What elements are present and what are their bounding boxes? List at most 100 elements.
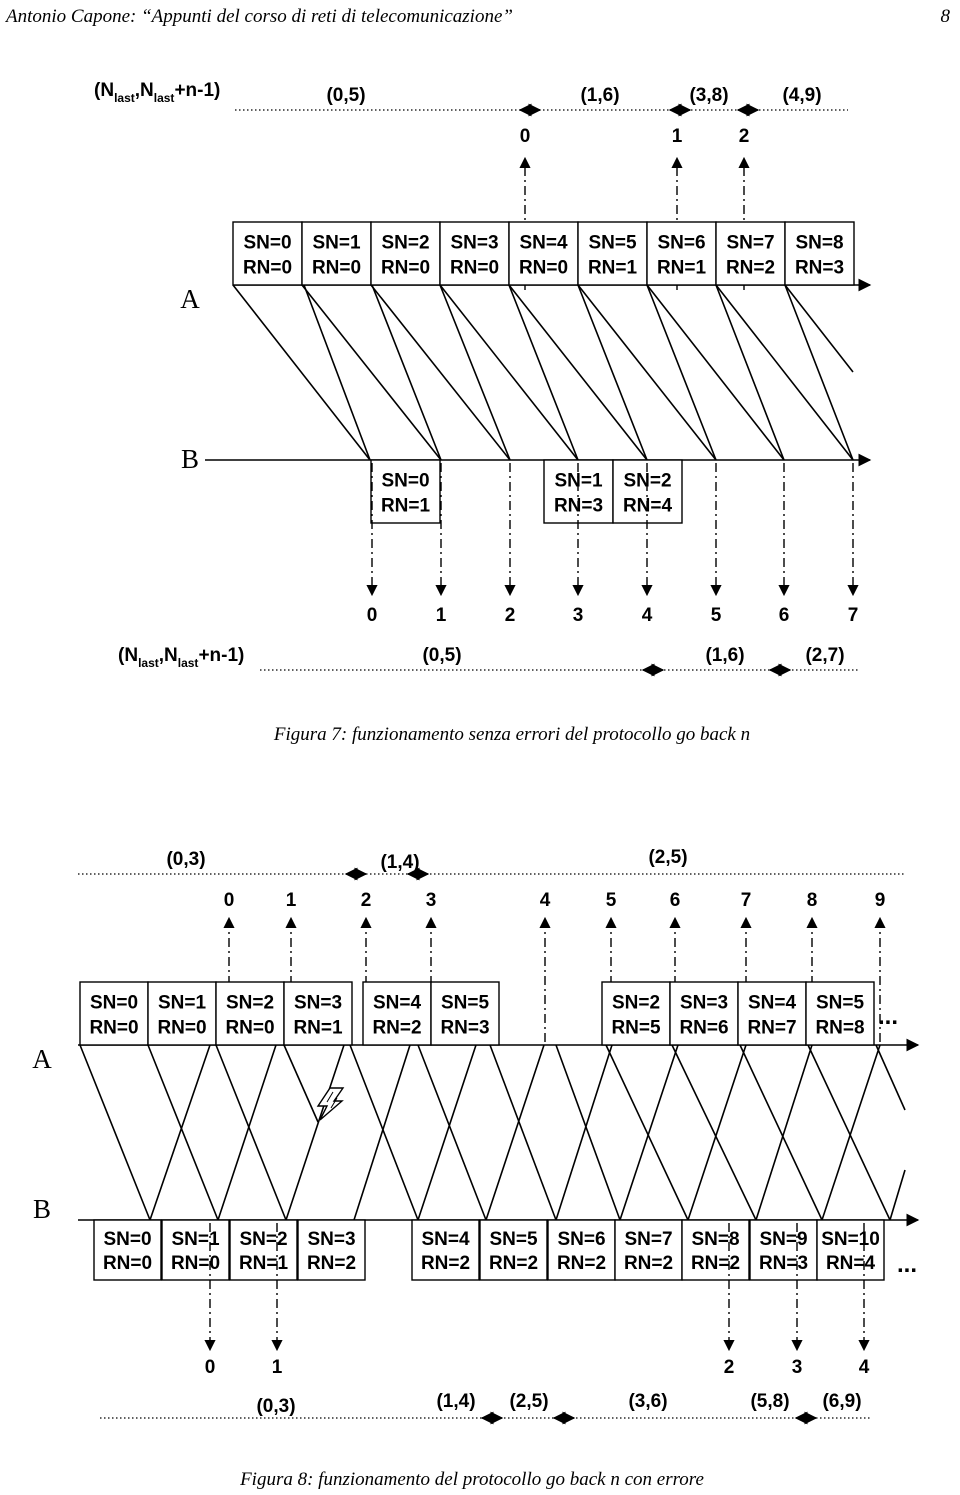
frame-rn: RN=2 — [557, 1253, 606, 1274]
frame-rn: RN=2 — [726, 258, 775, 279]
fig7-window-label-bottom: (Nlast,Nlast+n-1) — [118, 645, 244, 670]
fig8-b-window-label: (1,4) — [436, 1391, 475, 1412]
fig8-node-a-label: A — [32, 1044, 52, 1074]
frame-sn: SN=8 — [691, 1229, 739, 1250]
frame-sn: SN=4 — [748, 992, 796, 1013]
frame-box: SN=1RN=0 — [161, 1219, 230, 1281]
fig7-b-delivery-number: 2 — [505, 605, 516, 626]
frame-rn: RN=2 — [372, 1018, 421, 1039]
frame-sn: SN=5 — [441, 992, 489, 1013]
frame-box: SN=5RN=3 — [430, 981, 500, 1046]
frame-sn: SN=4 — [519, 232, 567, 253]
frame-sn: SN=4 — [373, 992, 421, 1013]
fig8-a-ack-number: 1 — [286, 890, 297, 911]
fig8-b-window-label: (3,6) — [628, 1391, 667, 1412]
fig8-b-window-label: (0,3) — [256, 1396, 295, 1417]
frame-box: SN=6RN=2 — [547, 1219, 616, 1281]
frame-box: SN=0RN=0 — [232, 221, 303, 286]
frame-sn: SN=3 — [450, 232, 498, 253]
fig7-a-rn-number: 2 — [739, 126, 750, 147]
fig7-b-delivery-number: 3 — [573, 605, 584, 626]
fig7-node-a-label: A — [180, 284, 200, 314]
frame-box: SN=0RN=0 — [93, 1219, 162, 1281]
fig7-b-delivery-number: 1 — [436, 605, 447, 626]
frame-box: SN=5RN=2 — [479, 1219, 548, 1281]
frame-box: SN=2RN=5 — [601, 981, 671, 1046]
fig8-a-window-label: (2,5) — [648, 847, 687, 868]
frame-box: SN=4RN=2 — [411, 1219, 480, 1281]
frame-box: SN=2RN=0 — [215, 981, 285, 1046]
frame-rn: RN=4 — [826, 1253, 876, 1274]
fig8-b-delivery-number: 4 — [859, 1357, 870, 1378]
fig7-b-window-label: (2,7) — [805, 645, 844, 666]
frame-rn: RN=1 — [657, 258, 707, 279]
frame-sn: SN=5 — [588, 232, 636, 253]
fig8-b-window-label: (6,9) — [822, 1391, 861, 1412]
fig8-b-delivery-number: 3 — [792, 1357, 803, 1378]
error-lightning-icon — [316, 1087, 345, 1121]
frame-rn: RN=0 — [312, 258, 361, 279]
frame-box: SN=4RN=2 — [362, 981, 432, 1046]
frame-sn: SN=2 — [239, 1229, 287, 1250]
frame-box: SN=3RN=2 — [297, 1219, 366, 1281]
frame-box: SN=7RN=2 — [715, 221, 786, 286]
fig8-b-delivery-number: 2 — [724, 1357, 735, 1378]
fig7-b-delivery-number: 0 — [367, 605, 378, 626]
fig8-b-ellipsis: ... — [897, 1251, 917, 1278]
frame-box: SN=5RN=1 — [577, 221, 648, 286]
frame-box: SN=3RN=6 — [669, 981, 739, 1046]
frame-rn: RN=2 — [307, 1253, 356, 1274]
fig7-window-label-top: (Nlast,Nlast+n-1) — [94, 80, 220, 105]
frame-rn: RN=1 — [381, 496, 431, 517]
fig7-b-delivery-number: 4 — [642, 605, 653, 626]
frame-rn: RN=2 — [624, 1253, 673, 1274]
frame-rn: RN=6 — [679, 1018, 728, 1039]
fig7-a-rn-number: 0 — [520, 126, 531, 147]
frame-sn: SN=6 — [557, 1229, 605, 1250]
frame-sn: SN=0 — [103, 1229, 151, 1250]
frame-box: SN=8RN=2 — [681, 1219, 750, 1281]
fig8-a-ack-number: 6 — [670, 890, 681, 911]
fig8-a-ack-number: 9 — [875, 890, 886, 911]
fig7-b-window-label: (0,5) — [422, 645, 461, 666]
frame-rn: RN=0 — [381, 258, 430, 279]
frame-box: SN=7RN=2 — [614, 1219, 683, 1281]
frame-sn: SN=2 — [612, 992, 660, 1013]
frame-box: SN=2RN=1 — [229, 1219, 298, 1281]
frame-rn: RN=0 — [519, 258, 568, 279]
frame-box: SN=0RN=0 — [79, 981, 149, 1046]
page-header-text: Antonio Capone: “Appunti del corso di re… — [4, 6, 513, 27]
frame-rn: RN=7 — [747, 1018, 796, 1039]
frame-box: SN=6RN=1 — [646, 221, 717, 286]
fig8-a-ellipsis: ... — [878, 1003, 898, 1030]
frame-rn: RN=3 — [795, 258, 844, 279]
fig8-a-ack-number: 0 — [224, 890, 235, 911]
frame-rn: RN=3 — [759, 1253, 808, 1274]
frame-sn: SN=5 — [816, 992, 864, 1013]
frame-sn: SN=2 — [381, 232, 429, 253]
fig8-node-b-label: B — [33, 1194, 51, 1224]
frame-box: SN=8RN=3 — [784, 221, 855, 286]
fig7-node-b-label: B — [181, 444, 199, 474]
frame-rn: RN=1 — [588, 258, 638, 279]
frame-sn: SN=1 — [554, 470, 602, 491]
frame-sn: SN=4 — [421, 1229, 469, 1250]
figure-7: A B (Nlast,Nlast+n-1) (0,5) (1,6) (3,8) … — [94, 80, 872, 745]
frame-sn: SN=2 — [226, 992, 274, 1013]
frame-rn: RN=0 — [450, 258, 499, 279]
fig8-a-ack-number: 7 — [741, 890, 752, 911]
frame-rn: RN=3 — [440, 1018, 489, 1039]
frame-sn: SN=0 — [243, 232, 291, 253]
frame-rn: RN=0 — [89, 1018, 138, 1039]
fig7-a-window-label: (4,9) — [782, 85, 821, 106]
frame-sn: SN=6 — [657, 232, 705, 253]
frame-sn: SN=3 — [307, 1229, 355, 1250]
frame-sn: SN=1 — [171, 1229, 219, 1250]
frame-sn: SN=3 — [294, 992, 342, 1013]
frame-rn: RN=0 — [157, 1018, 206, 1039]
frame-sn: SN=0 — [90, 992, 138, 1013]
frame-rn: RN=0 — [103, 1253, 152, 1274]
fig7-a-window-label: (3,8) — [689, 85, 728, 106]
